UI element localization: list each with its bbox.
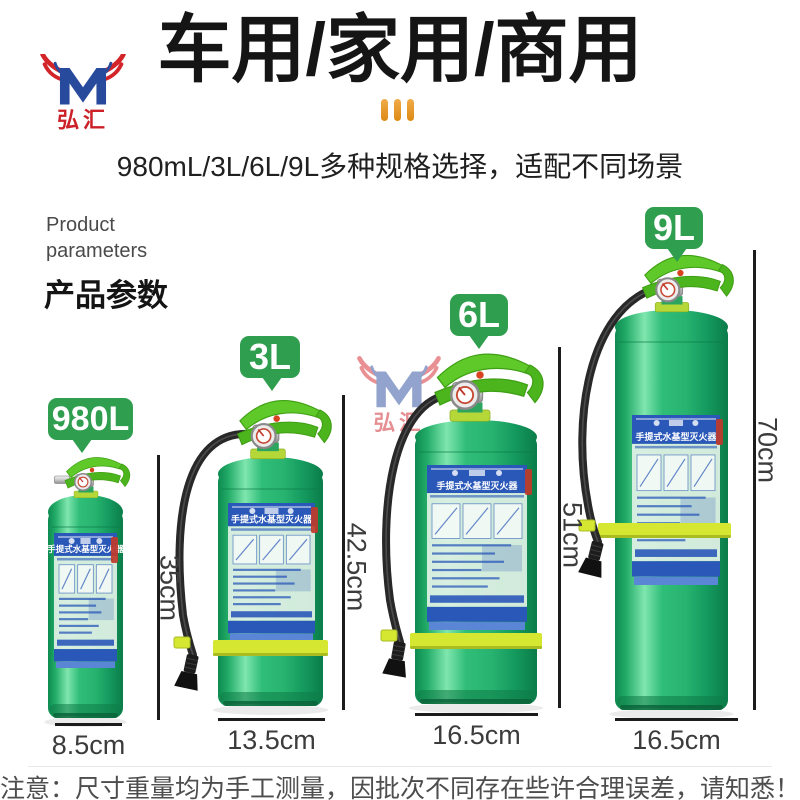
height-label: 42.5cm bbox=[341, 522, 372, 612]
height-label: 35cm bbox=[154, 554, 185, 622]
fire-extinguisher: 手提式水基型灭火器 bbox=[173, 400, 332, 715]
width-label: 13.5cm bbox=[227, 725, 316, 755]
size-badge-label: 980L bbox=[51, 399, 130, 438]
height-measure-line bbox=[157, 455, 160, 720]
height-measure-line bbox=[753, 250, 756, 710]
size-badge: 6L bbox=[450, 294, 508, 349]
size-badge-label: 9L bbox=[652, 207, 695, 248]
section-label-en-line2: parameters bbox=[46, 240, 148, 262]
size-badge: 9L bbox=[645, 207, 703, 262]
section-label-cn: 产品参数 bbox=[44, 278, 168, 313]
brand-name: 弘汇 bbox=[57, 108, 109, 132]
height-measure-line bbox=[558, 347, 561, 708]
section-label-en-line1: Product bbox=[46, 214, 115, 236]
fire-extinguisher: 手提式水基型灭火器 bbox=[578, 254, 734, 719]
width-label: 16.5cm bbox=[432, 720, 521, 750]
fire-extinguisher: 手提式水基型灭火器 bbox=[44, 457, 131, 727]
bottle-label-title: 手提式水基型灭火器 bbox=[436, 480, 518, 491]
size-badge: 3L bbox=[240, 336, 300, 391]
section-divider-icon bbox=[381, 99, 414, 121]
bottle-label-title: 手提式水基型灭火器 bbox=[47, 544, 124, 554]
height-measure-line bbox=[342, 395, 345, 710]
brand-logo: 弘汇 bbox=[35, 52, 131, 133]
bottle-label-title: 手提式水基型灭火器 bbox=[231, 513, 313, 524]
page-subtitle: 980mL/3L/6L/9L多种规格选择，适配不同场景 bbox=[116, 151, 684, 182]
width-label: 8.5cm bbox=[51, 730, 126, 760]
width-measure-line bbox=[415, 713, 538, 716]
width-measure-line bbox=[218, 718, 325, 721]
fire-extinguisher: 手提式水基型灭火器 bbox=[380, 353, 544, 713]
height-label: 70cm bbox=[752, 416, 783, 484]
disclaimer-note: 注意：尺寸重量均为手工测量，因批次不同存在些许合理误差，请知悉！ bbox=[0, 775, 800, 800]
width-label: 16.5cm bbox=[632, 725, 721, 755]
page-title: 车用/家用/商用 bbox=[157, 8, 643, 91]
size-badge-label: 3L bbox=[248, 336, 291, 377]
brand-logo-graphic: 弘汇 bbox=[40, 52, 126, 133]
width-measure-line bbox=[55, 723, 122, 726]
height-label: 51cm bbox=[557, 501, 588, 569]
size-badge: 980L bbox=[48, 398, 133, 453]
bottle-label-title: 手提式水基型灭火器 bbox=[635, 431, 717, 442]
size-badge-label: 6L bbox=[457, 294, 500, 335]
footer-divider bbox=[28, 766, 772, 767]
width-measure-line bbox=[615, 718, 738, 721]
section-label-en: Product parameters bbox=[46, 212, 147, 264]
